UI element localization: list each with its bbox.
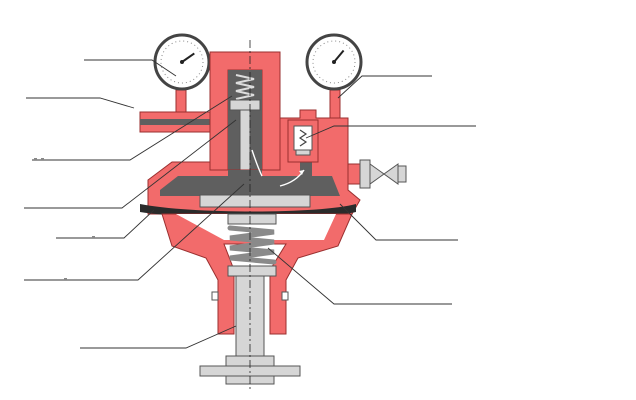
leader-right-3 xyxy=(339,203,458,241)
outlet-assembly xyxy=(347,159,407,189)
top-spring xyxy=(235,74,255,100)
callout-leaders-right xyxy=(267,75,476,305)
left-pressure-gauge xyxy=(153,33,211,119)
right-gauge-stem xyxy=(329,89,341,121)
lower-bonnet xyxy=(161,213,353,335)
pilot-chamber xyxy=(293,125,313,151)
label-tick-fragments xyxy=(34,158,95,280)
upper-bonnet xyxy=(209,51,281,191)
leader-left-5 xyxy=(56,209,155,239)
right-gauge-needle xyxy=(333,49,345,63)
leader-left-7 xyxy=(80,325,237,349)
main-spring-coils xyxy=(227,225,277,265)
right-gauge-pivot xyxy=(332,60,336,64)
outlet-cap xyxy=(397,165,407,183)
right-gauge-scale xyxy=(312,40,356,84)
outlet-valve-right xyxy=(383,163,399,185)
left-gauge-scale xyxy=(160,40,204,84)
main-spring xyxy=(227,213,277,277)
pilot-spring xyxy=(298,129,308,147)
leader-right-4 xyxy=(267,247,452,305)
leader-right-2 xyxy=(305,125,476,139)
leader-left-6 xyxy=(24,183,245,281)
outlet-valve-left xyxy=(369,163,385,185)
pilot-valve xyxy=(287,119,319,163)
leader-left-3 xyxy=(32,95,233,161)
diaphragm-plate xyxy=(199,194,311,208)
tick-fragment xyxy=(92,236,95,238)
left-lock-pin xyxy=(211,291,219,301)
right-pressure-gauge xyxy=(305,33,363,121)
main-spring-bottom-plate xyxy=(227,265,277,277)
left-gauge-pivot xyxy=(180,60,184,64)
leader-left-1 xyxy=(84,59,177,77)
flow-arrow-down xyxy=(251,149,263,177)
top-spring-cap xyxy=(229,99,261,111)
leader-left-2 xyxy=(26,97,135,109)
callout-leaders-left xyxy=(24,59,245,349)
leader-right-1 xyxy=(337,75,432,99)
main-spring-top-plate xyxy=(227,213,277,225)
lower-bonnet-wall xyxy=(161,213,353,335)
pilot-seat xyxy=(295,149,311,156)
leader-left-4 xyxy=(24,119,237,209)
tick-fragment xyxy=(34,158,37,160)
flow-arrow-head xyxy=(299,170,304,175)
outlet-flange xyxy=(359,159,371,189)
tick-fragment xyxy=(64,278,67,280)
lower-bonnet-cavity xyxy=(176,214,336,240)
right-lock-pin xyxy=(281,291,289,301)
tick-fragment xyxy=(41,158,44,160)
left-gauge-needle xyxy=(181,52,195,63)
